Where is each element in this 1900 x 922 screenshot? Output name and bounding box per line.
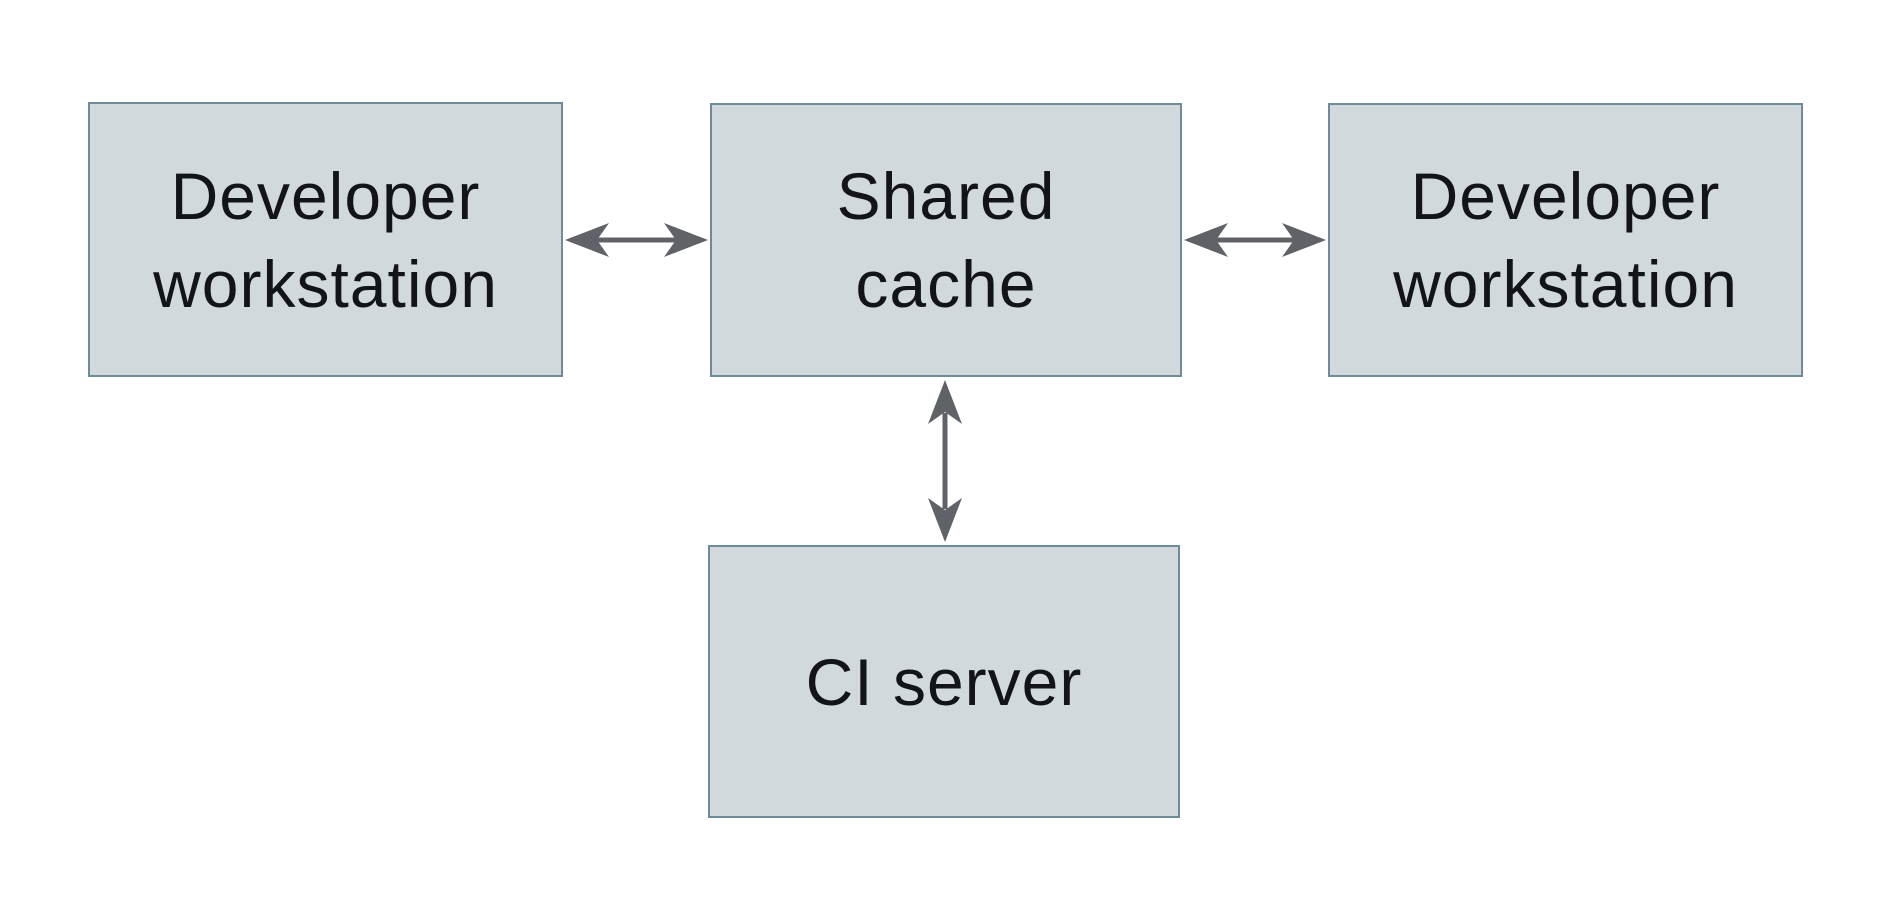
node-label-developer-workstation-left: Developer workstation — [153, 158, 498, 321]
node-label-shared-cache: Shared cache — [836, 159, 1056, 321]
arrowhead-right-icon — [664, 223, 708, 257]
node-ci-server: CI server — [708, 545, 1180, 818]
node-developer-workstation-left: Developer workstation — [88, 102, 563, 377]
edge-sharedcache-ciserver — [928, 380, 962, 542]
edge-devleft-sharedcache — [565, 223, 708, 257]
arrowhead-left-icon — [565, 223, 609, 257]
node-shared-cache: Shared cache — [710, 103, 1182, 377]
node-label-developer-workstation-right: Developer workstation — [1393, 159, 1738, 321]
arrowhead-right-icon — [1282, 223, 1326, 257]
arrowhead-up-icon — [928, 380, 962, 424]
edge-sharedcache-devright — [1184, 223, 1326, 257]
arrowhead-left-icon — [1184, 223, 1228, 257]
node-label-ci-server: CI server — [805, 644, 1083, 719]
node-developer-workstation-right: Developer workstation — [1328, 103, 1803, 377]
arrowhead-down-icon — [928, 498, 962, 542]
